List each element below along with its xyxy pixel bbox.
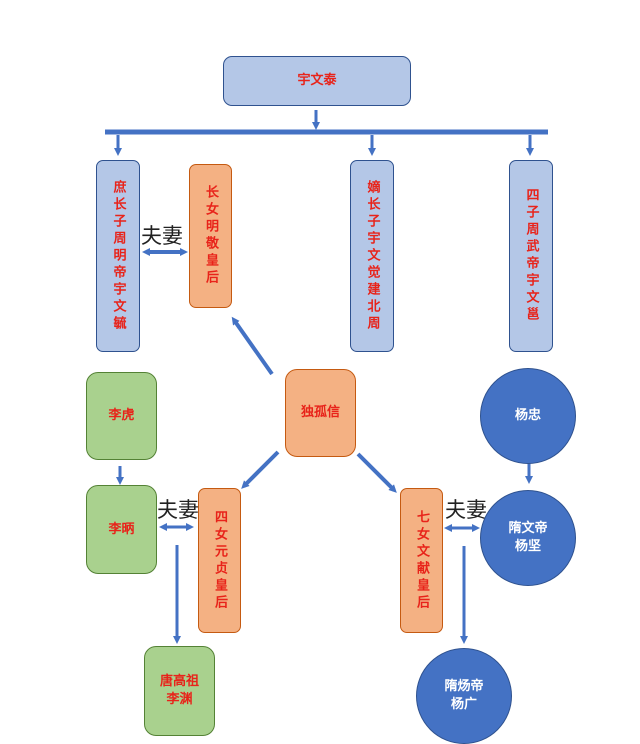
node-yang-guang: 隋炀帝 杨广: [416, 648, 512, 744]
node-empress-mingjing: 长女明敬皇后: [189, 164, 232, 308]
node-li-yuan: 唐高祖 李渊: [144, 646, 215, 736]
node-li-bing: 李昞: [86, 485, 157, 574]
li-yuan-title: 唐高祖: [159, 674, 199, 689]
node-yuwen-jue: 嫡长子宇文觉建北周: [350, 160, 394, 352]
li-yuan-name: 李渊: [166, 692, 193, 707]
node-yang-zhong: 杨忠: [480, 368, 576, 464]
node-yuwen-yong: 四子周武帝宇文邕: [509, 160, 553, 352]
spouse-label-3: 夫妻: [445, 498, 487, 522]
connector-layer: [105, 110, 548, 644]
spouse-label-1: 夫妻: [141, 224, 183, 248]
arrow-to-empress-yuanzhen: [241, 450, 280, 489]
node-dugu-xin: 独孤信: [285, 369, 356, 457]
arrow-to-empress-mingjing: [231, 316, 274, 376]
node-empress-yuanzhen: 四女元贞皇后: [198, 488, 241, 633]
node-li-hu: 李虎: [86, 372, 157, 460]
node-yuwen-tai: 宇文泰: [223, 56, 411, 106]
yang-jian-title: 隋文帝: [508, 521, 548, 536]
arrow-to-empress-wenxian: [356, 452, 397, 493]
node-empress-wenxian: 七女文献皇后: [400, 488, 443, 633]
node-yang-jian: 隋文帝 杨坚: [480, 490, 576, 586]
spouse-label-2: 夫妻: [157, 498, 199, 522]
yang-guang-name: 杨广: [450, 697, 477, 712]
node-yuwen-yu: 庶长子周明帝宇文毓: [96, 160, 140, 352]
yang-guang-title: 隋炀帝: [444, 679, 484, 694]
yang-jian-name: 杨坚: [514, 539, 541, 554]
